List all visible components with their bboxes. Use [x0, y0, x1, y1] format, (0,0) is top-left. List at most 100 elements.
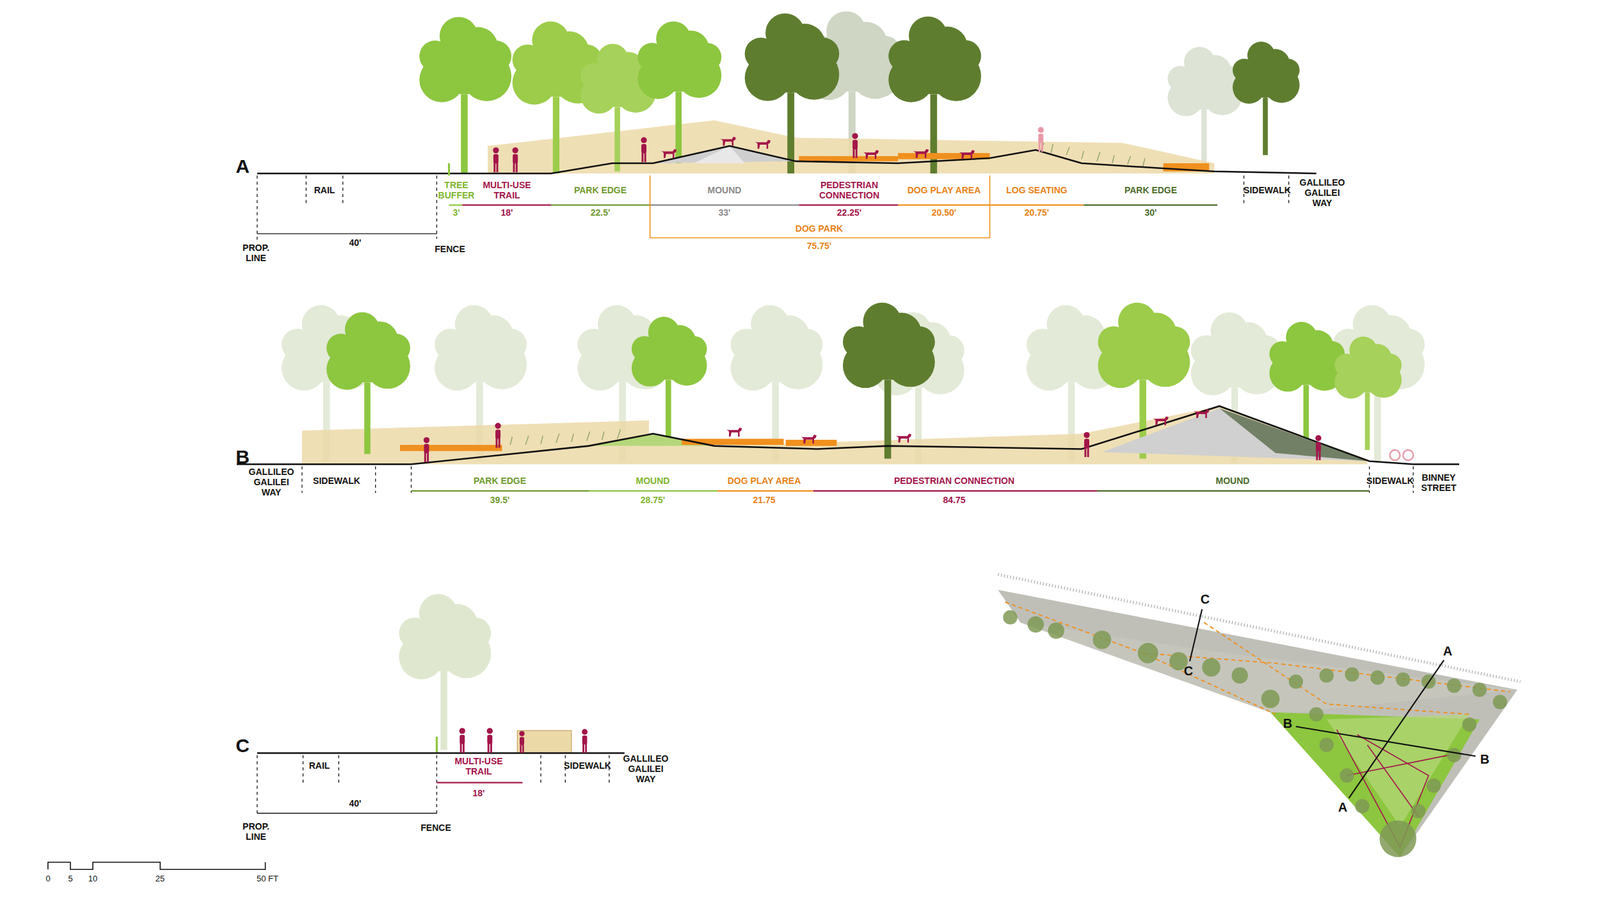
- section-b-part: [1402, 449, 1414, 461]
- section-a-part: [257, 145, 1317, 174]
- section-c-part-part: [256, 755, 258, 817]
- section-cut-letter: B: [1480, 752, 1490, 767]
- site-plan-part-part: [1472, 682, 1487, 697]
- site-plan-part: [1002, 609, 1508, 857]
- zone-label: 39.5': [490, 494, 511, 505]
- zone-label: SIDEWALK: [1243, 184, 1291, 196]
- site-plan-part: [1189, 609, 1476, 799]
- section-a-part-part: [913, 149, 929, 159]
- zone-label: BINNEY STREET: [1415, 472, 1462, 493]
- zone-label: 20.75': [1024, 207, 1049, 218]
- section-a-part-part: [755, 139, 771, 149]
- section-a-part-part: [305, 175, 307, 205]
- zone-label: 33': [718, 207, 731, 218]
- section-a-part: [888, 16, 982, 174]
- site-plan-part-part: [1339, 768, 1354, 783]
- site-plan-part-part: [1047, 622, 1065, 639]
- section-b-part-part: [1193, 408, 1209, 418]
- section-a-part: [419, 16, 512, 173]
- section-b-part: [785, 439, 838, 447]
- site-plan-part-part: [1370, 670, 1385, 685]
- section-b-part-part: [375, 466, 376, 493]
- section-b-part: [842, 302, 936, 459]
- section-a-part-part: [851, 133, 858, 159]
- section-b-part: [1102, 408, 1370, 462]
- site-plan-part: [1270, 712, 1480, 857]
- section-c-part-part: [519, 730, 525, 753]
- site-plan-part: [1326, 714, 1470, 827]
- section-b-part-part: [896, 433, 912, 443]
- site-plan-part-part: [1002, 609, 1017, 624]
- section-b-part: [302, 466, 1414, 493]
- section-a-part-part: [256, 175, 258, 241]
- section-b-part: [326, 312, 411, 455]
- section-cut-letter: C: [1200, 592, 1210, 607]
- section-c-part-part: [302, 755, 304, 783]
- section-b-part-part: [717, 490, 814, 492]
- section-b: [236, 302, 1460, 493]
- section-b-part-part: [726, 427, 742, 437]
- zone-label: LOG SEATING: [1006, 184, 1067, 196]
- scale-number: 10: [88, 874, 98, 884]
- section-cut-letter: A: [1338, 800, 1348, 815]
- section-a-part: [744, 13, 840, 174]
- zone-label: 3': [452, 207, 460, 218]
- zone-label: GALLILEO GALILEI WAY: [1299, 177, 1346, 208]
- section-a-part: [492, 133, 975, 173]
- section-b-part-part: [1315, 435, 1321, 461]
- section-b-part-part: [1096, 490, 1370, 492]
- section-a-part-part: [449, 204, 463, 206]
- section-a-part: [637, 21, 722, 164]
- section-b-part-part: [588, 490, 718, 492]
- section-c-part: [398, 593, 491, 751]
- section-b-part: [730, 305, 824, 462]
- section-c-part: [257, 752, 625, 754]
- site-plan-part-part: [1027, 616, 1045, 633]
- section-a-part-part: [462, 204, 552, 206]
- section-c-part: [435, 736, 438, 754]
- section-b-part: [1334, 336, 1402, 450]
- section-a-part-part: [551, 204, 651, 206]
- zone-label: PROP. LINE: [240, 242, 272, 264]
- section-c-part: [257, 812, 438, 814]
- zone-label: 75.75': [807, 240, 832, 251]
- section-b-part-part: [494, 423, 501, 448]
- zone-label: GALLILEO GALILEI WAY: [622, 753, 670, 784]
- zone-label: 18': [501, 207, 514, 218]
- section-c-part-part: [436, 755, 438, 815]
- section-a: [257, 11, 1317, 241]
- section-a-part-part: [897, 204, 990, 206]
- section-a-part-part: [990, 204, 1085, 206]
- section-a-part: [1232, 41, 1300, 155]
- zone-label: RAIL: [314, 184, 336, 196]
- zone-label: 28.75': [640, 494, 665, 505]
- zone-label: FENCE: [420, 822, 451, 833]
- section-a-part: [448, 163, 450, 176]
- zone-label: RAIL: [309, 760, 331, 771]
- zone-label: DOG PLAY AREA: [907, 184, 982, 196]
- zone-label: MOUND: [636, 475, 671, 486]
- site-plan-part-part: [1395, 672, 1410, 687]
- site-plan-part-part: [1447, 678, 1462, 693]
- section-c-part-part: [338, 755, 340, 783]
- section-a-part-part: [436, 175, 438, 239]
- zone-label: 18': [472, 787, 486, 799]
- section-c-part: [459, 727, 588, 753]
- section-a-part-part: [798, 204, 898, 206]
- section-letter: B: [235, 446, 250, 469]
- site-plan-part-part: [1296, 726, 1476, 756]
- site-plan-part-part: [1261, 689, 1280, 709]
- section-b-part: [400, 444, 502, 452]
- scale-number: 5: [67, 874, 73, 884]
- zone-label: DOG PARK: [795, 223, 843, 234]
- section-b-part: [411, 490, 1370, 492]
- site-plan-part-part: [1309, 707, 1324, 722]
- section-a-part: [652, 145, 796, 164]
- site-plan-part: [1004, 602, 1510, 715]
- site-plan-part-part: [1354, 798, 1369, 813]
- zone-label: 84.75: [942, 494, 966, 505]
- section-b-part-part: [410, 466, 412, 493]
- section-cut-letter: A: [1443, 643, 1453, 659]
- zone-label: GALLILEO GALILEI WAY: [248, 466, 296, 498]
